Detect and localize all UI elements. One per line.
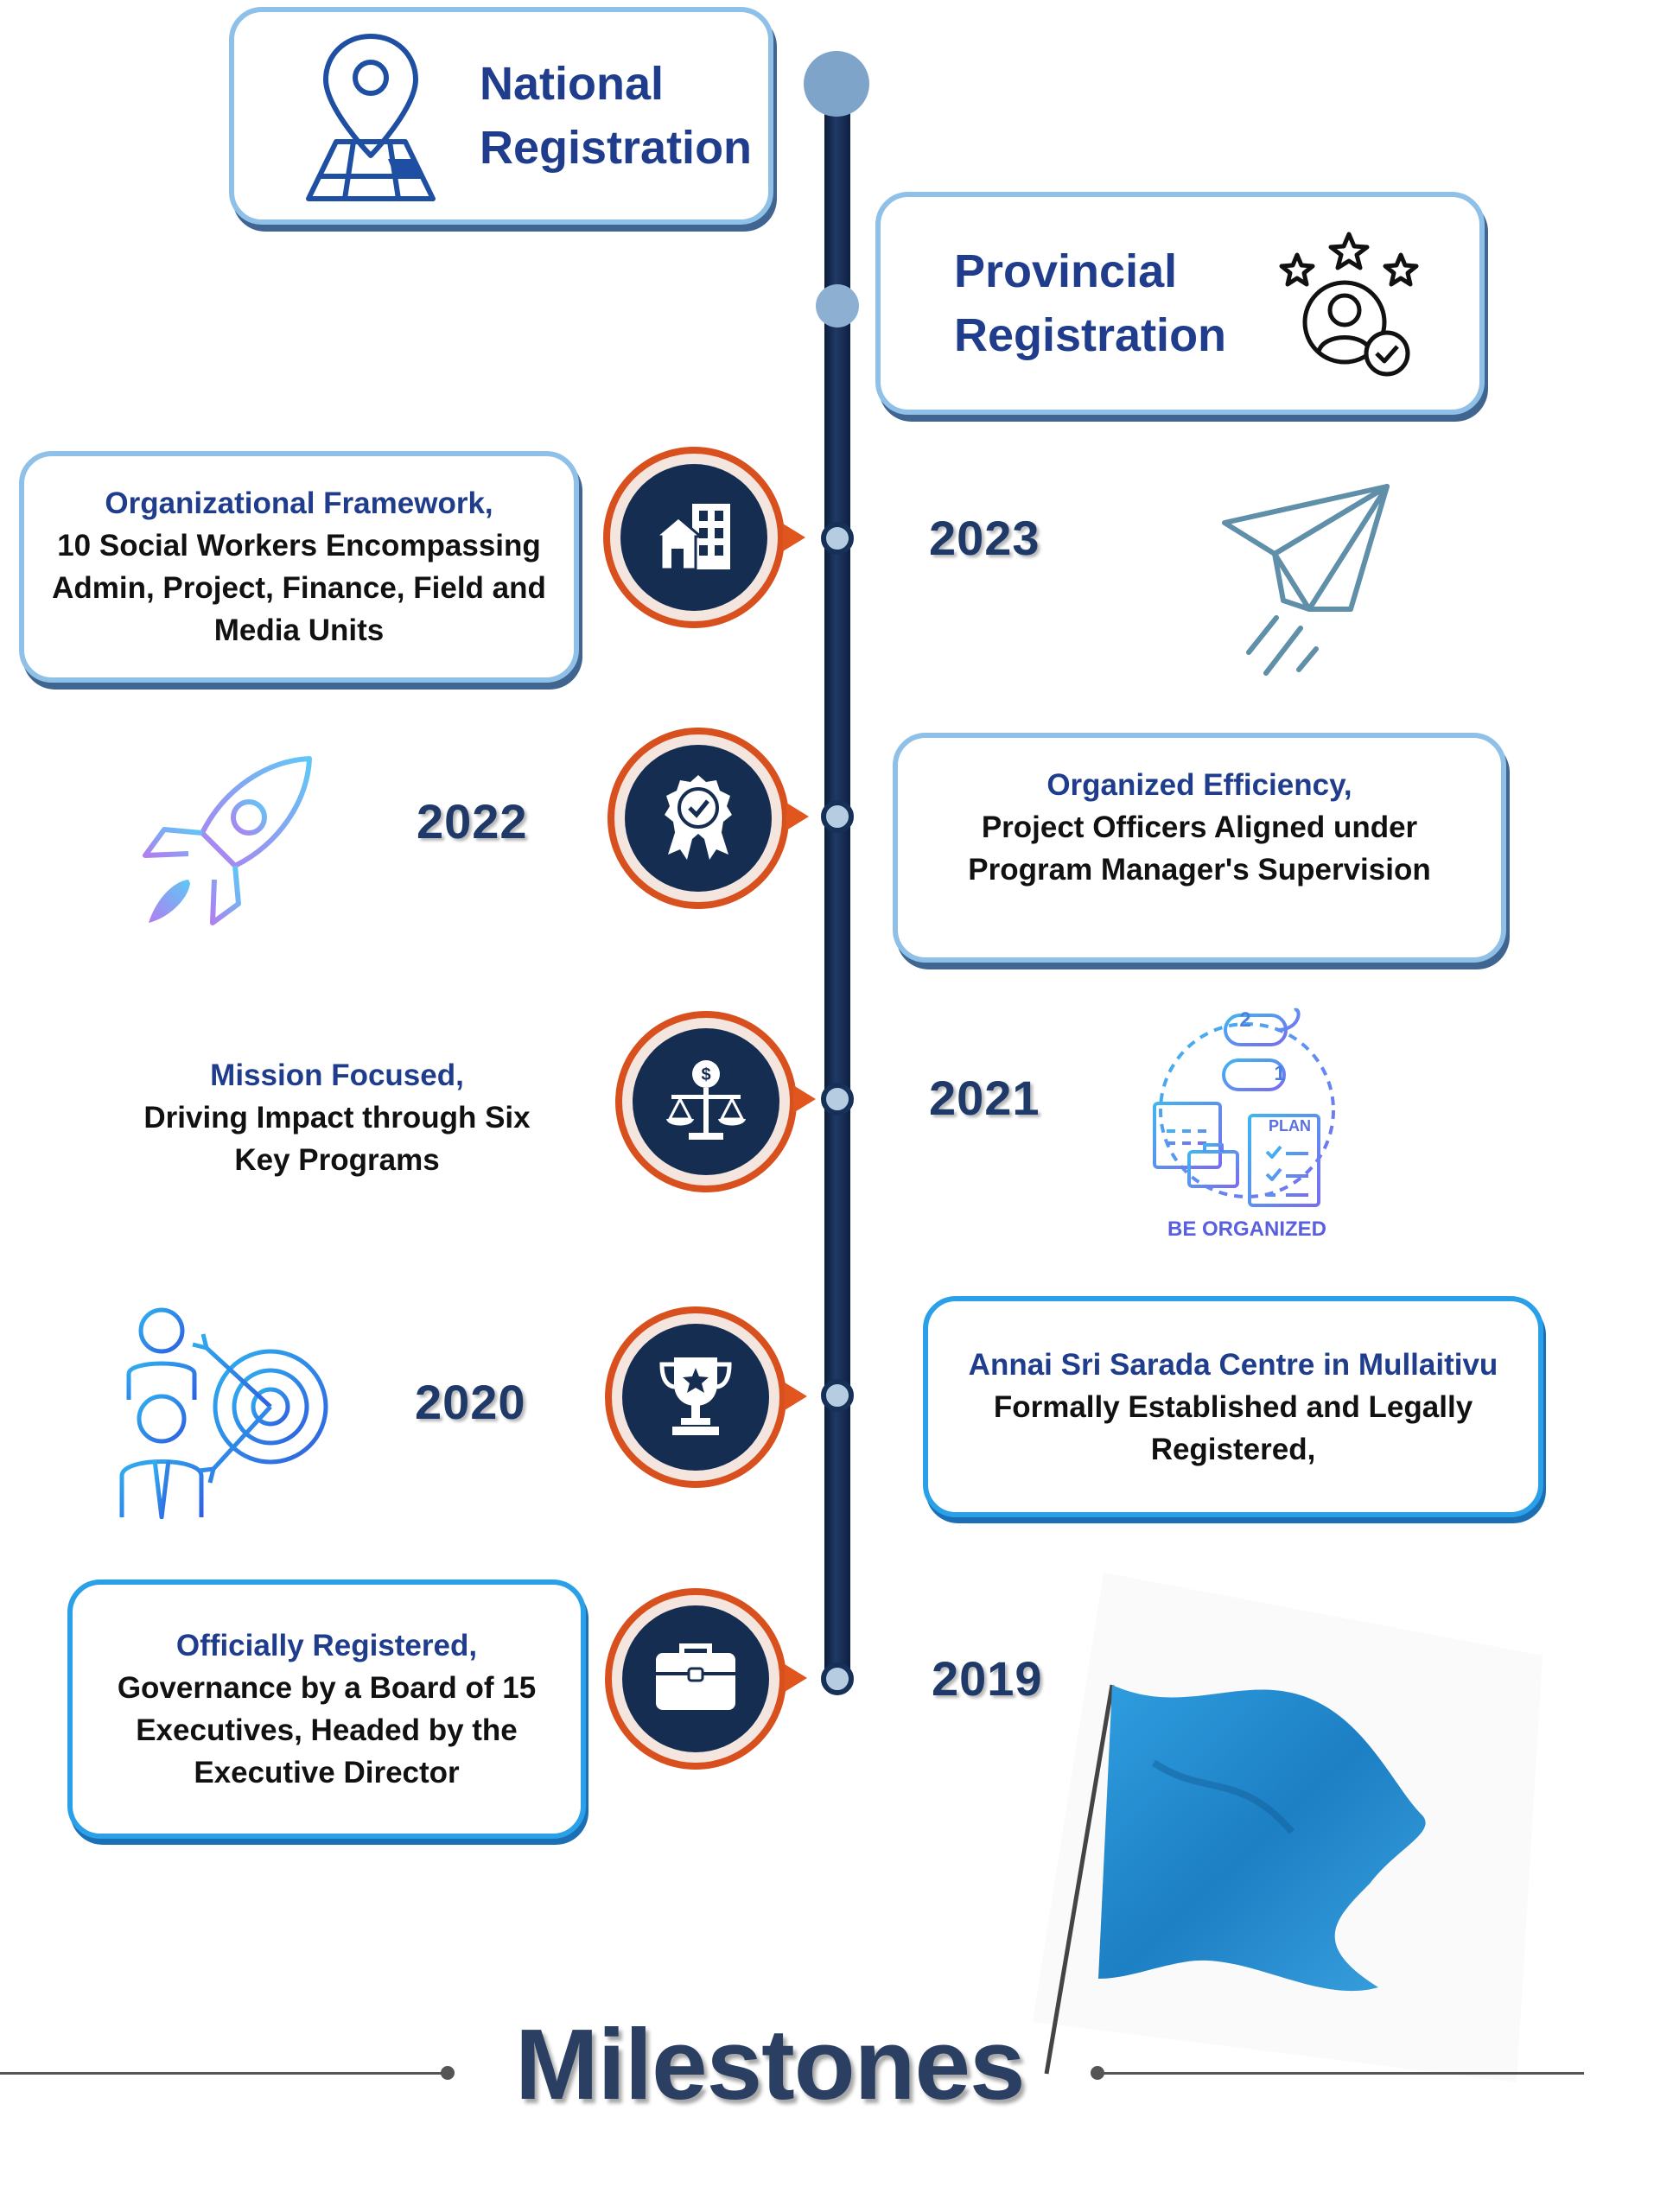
milestone-2019-card: Officially Registered, Governance by a B… [67,1580,586,1839]
milestone-2021-node [821,1083,854,1116]
timeline-spine [824,83,850,1683]
milestone-2021-icon-circle: $ [615,1011,797,1192]
milestone-2022-line1: Project Officers Aligned under [981,810,1418,844]
team-target-icon [117,1305,333,1520]
milestone-2019-heading: Officially Registered, [175,1629,478,1662]
national-registration-card: National Registration [229,7,773,225]
page-title: Milestones [515,2008,1025,2120]
step-1-label: 1 [1274,1062,1286,1085]
milestone-2021-year: 2021 [929,1071,1040,1125]
milestone-2023-line2: Admin, Project, Finance, Field and [52,571,546,605]
briefcase-icon [652,1641,739,1718]
milestone-2019-icon-circle [605,1588,786,1770]
milestone-2023-year: 2023 [929,511,1040,565]
be-organized-label: BE ORGANIZED [1167,1217,1326,1241]
milestone-2022-year: 2022 [417,794,528,849]
milestone-2019-line1: Governance by a Board of 15 [117,1671,537,1705]
be-organized-icon: 2 1 PLAN BE ORGANIZED [1148,1007,1346,1244]
blue-flag-icon [1033,1573,1551,2082]
milestone-2019-year: 2019 [932,1651,1043,1706]
svg-text:$: $ [701,1065,710,1084]
milestone-2020-line1: Formally Established and Legally [993,1389,1473,1424]
milestone-2019-line2: Executives, Headed by the [136,1713,518,1747]
milestone-2022-pointer [786,803,809,830]
provincial-registration-card: Provincial Registration [875,192,1485,415]
milestone-2022-icon-circle [607,728,789,909]
timeline-start-dot [804,51,869,117]
milestone-2019-line3: Executive Director [194,1756,460,1789]
footer-right-line [1096,2072,1584,2075]
milestone-2023-heading: Organizational Framework, [105,486,493,520]
timeline-provincial-dot [816,284,859,327]
rated-user-icon [1271,226,1427,381]
buildings-icon [652,497,735,579]
milestone-2023-card: Organizational Framework, 10 Social Work… [19,451,579,683]
milestone-2019-node [821,1662,854,1695]
footer-left-line [0,2072,449,2075]
milestone-2021-pointer [793,1085,816,1113]
milestone-2023-pointer [783,524,805,551]
milestone-2021-line2: Key Programs [234,1143,440,1177]
milestone-2021-text: Mission Focused, Driving Impact through … [121,1054,553,1181]
milestone-2020-heading: Annai Sri Sarada Centre in Mullaitivu [968,1347,1498,1382]
provincial-title-line1: Provincial [954,245,1178,297]
milestone-2019-pointer [785,1664,807,1692]
plan-label: PLAN [1269,1117,1311,1135]
milestone-2021-line1: Driving Impact through Six [143,1101,531,1135]
step-2-label: 2 [1239,1008,1251,1032]
milestone-2021-heading: Mission Focused, [210,1058,464,1092]
national-title-line2: Registration [480,122,753,174]
paper-plane-icon [1214,480,1404,687]
award-badge-icon [659,773,737,864]
milestone-2020-year: 2020 [415,1375,526,1429]
rocket-icon [138,753,315,931]
trophy-icon [657,1352,735,1443]
provincial-title-line2: Registration [954,309,1227,361]
milestone-2022-node [821,800,854,833]
milestone-2020-line2: Registered, [1150,1432,1316,1466]
milestone-2020-node [821,1379,854,1412]
milestone-2020-pointer [785,1382,807,1410]
milestone-2023-line3: Media Units [213,613,385,647]
milestone-2022-line2: Program Manager's Supervision [968,853,1431,887]
scale-dollar-icon: $ [663,1057,749,1147]
milestone-2023-node [821,522,854,555]
map-pin-icon [284,29,457,202]
milestone-2023-icon-circle [603,447,785,628]
milestone-2020-card: Annai Sri Sarada Centre in Mullaitivu Fo… [923,1296,1543,1517]
milestone-2023-line1: 10 Social Workers Encompassing [57,529,541,563]
milestone-2022-heading: Organized Efficiency, [1046,768,1352,802]
footer-right-dot [1091,2066,1104,2080]
footer-left-dot [441,2066,455,2080]
milestone-2022-card: Organized Efficiency, Project Officers A… [893,733,1506,963]
national-title-line1: National [480,58,665,110]
milestone-2020-icon-circle [605,1306,786,1488]
